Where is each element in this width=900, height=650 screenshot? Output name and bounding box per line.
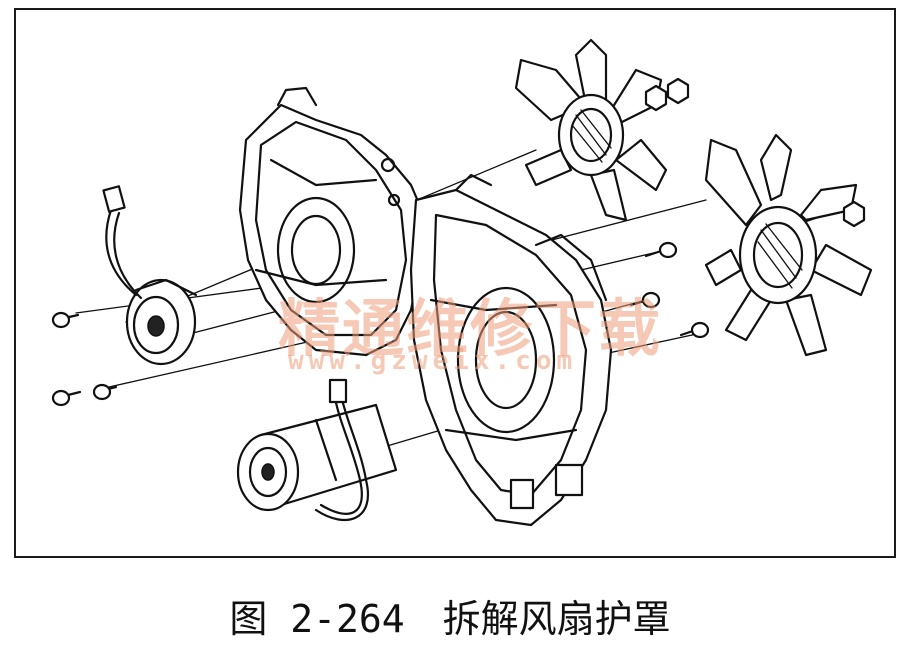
wire-connector-icon bbox=[102, 185, 143, 300]
bolt-icon bbox=[51, 241, 710, 407]
fan-shroud-icon bbox=[238, 86, 428, 357]
figure-number: 图 2-264 bbox=[229, 597, 405, 641]
figure-title: 拆解风扇护罩 bbox=[442, 597, 671, 641]
fan-motor-icon bbox=[236, 403, 398, 512]
figure-caption: 图 2-264 拆解风扇护罩 bbox=[0, 588, 900, 643]
fan-blade-icon bbox=[514, 38, 668, 222]
exploded-view-diagram bbox=[51, 38, 873, 527]
nut-icon bbox=[644, 77, 866, 228]
fan-motor-icon bbox=[125, 278, 198, 366]
wire-connector-icon bbox=[314, 378, 369, 522]
fan-blade-icon bbox=[704, 133, 873, 357]
diagram-frame: 精通维修下载 www.gzweix.com bbox=[14, 8, 896, 558]
fan-shroud-icon bbox=[409, 173, 613, 527]
